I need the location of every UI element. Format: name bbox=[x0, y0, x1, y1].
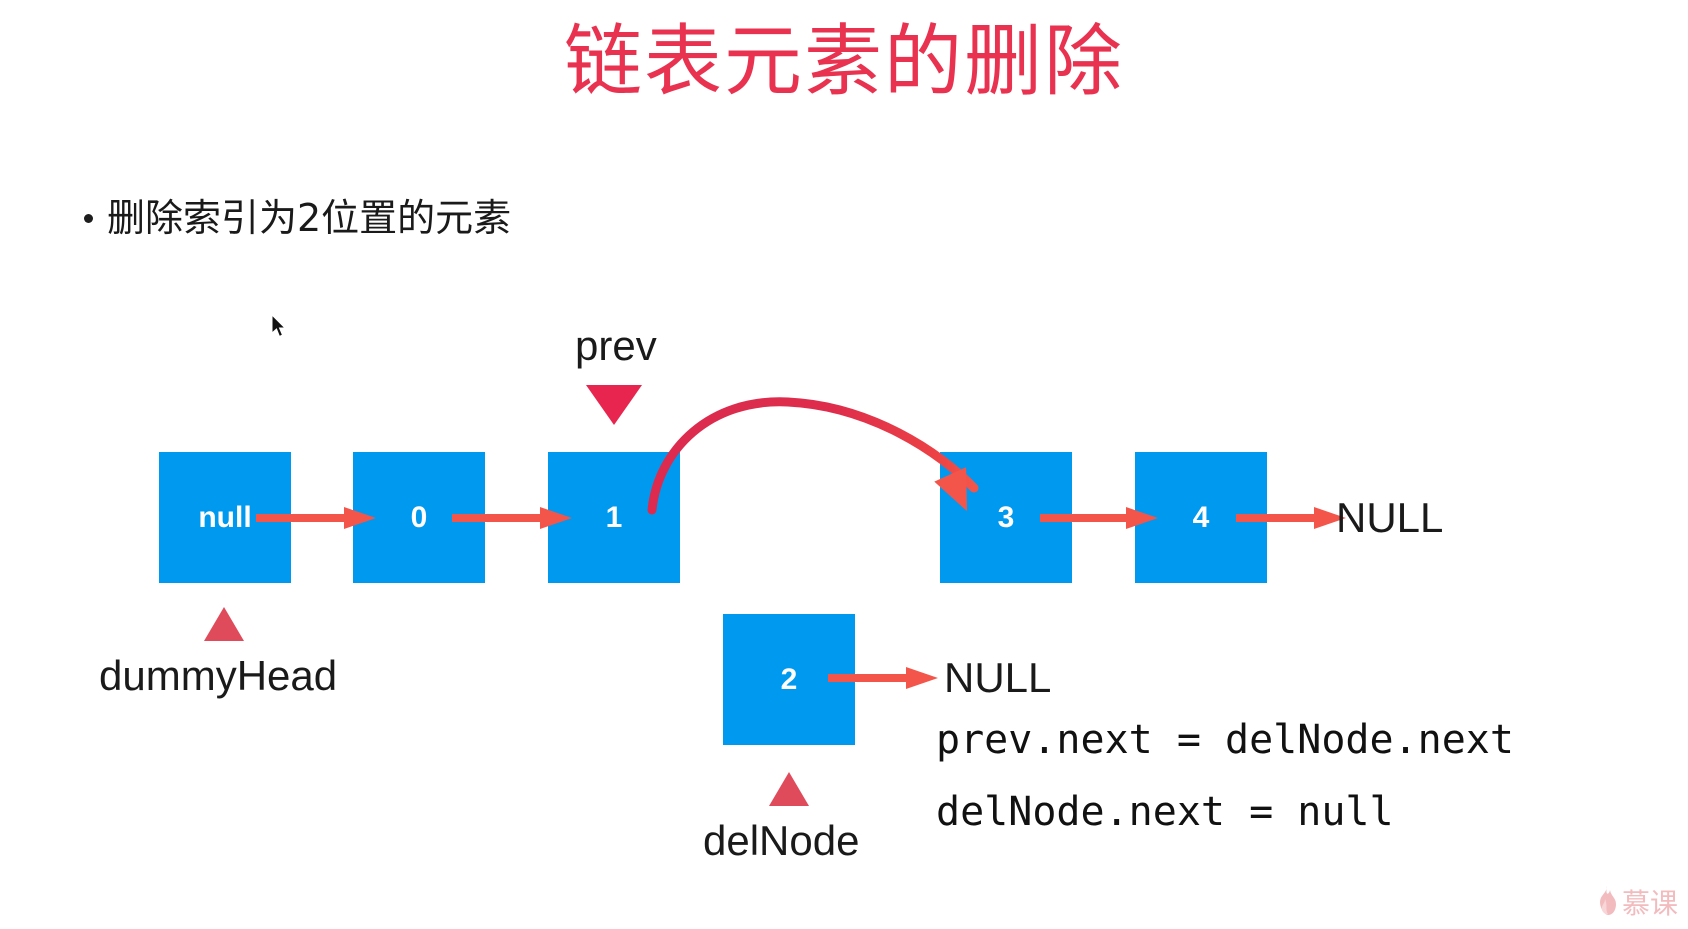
arrow-0-to-1-icon bbox=[452, 505, 572, 531]
node-value: null bbox=[198, 500, 252, 534]
bullet-dot-icon bbox=[84, 214, 93, 224]
delnode-pointer-triangle-icon bbox=[769, 772, 809, 806]
watermark-text: 慕课 bbox=[1621, 886, 1678, 920]
node-value: 0 bbox=[410, 500, 428, 534]
page-title: 链表元素的删除 bbox=[563, 17, 1124, 107]
dummyhead-pointer-label: dummyHead bbox=[99, 652, 338, 699]
dummyhead-pointer-triangle-icon bbox=[204, 607, 244, 641]
node-value: 1 bbox=[605, 500, 623, 534]
arrow-3-to-4-icon bbox=[1040, 505, 1158, 531]
list-tail-null-label: NULL bbox=[1336, 494, 1444, 541]
mouse-cursor-icon bbox=[271, 314, 289, 340]
prev-pointer-label: prev bbox=[575, 322, 657, 369]
flame-icon bbox=[1594, 886, 1618, 921]
prev-pointer-triangle-icon bbox=[586, 385, 642, 425]
arrow-prev-next-relink-icon bbox=[620, 360, 1020, 530]
arrow-dummyhead-to-0-icon bbox=[256, 505, 376, 531]
arrow-4-to-null-icon bbox=[1236, 505, 1346, 531]
code-line-delnode-next: delNode.next = null bbox=[936, 789, 1394, 835]
node-value: 4 bbox=[1192, 500, 1210, 534]
bullet-row: 删除索引为2位置的元素 bbox=[84, 196, 511, 242]
delnode-pointer-label: delNode bbox=[703, 817, 860, 864]
deleted-node-null-label: NULL bbox=[944, 654, 1052, 701]
node-value: 3 bbox=[997, 500, 1015, 534]
arrow-2-to-null-icon bbox=[828, 665, 938, 691]
node-value: 2 bbox=[780, 662, 798, 696]
watermark: 慕课 bbox=[1594, 886, 1678, 921]
bullet-text: 删除索引为2位置的元素 bbox=[107, 196, 512, 240]
code-line-prev-next: prev.next = delNode.next bbox=[936, 717, 1514, 763]
